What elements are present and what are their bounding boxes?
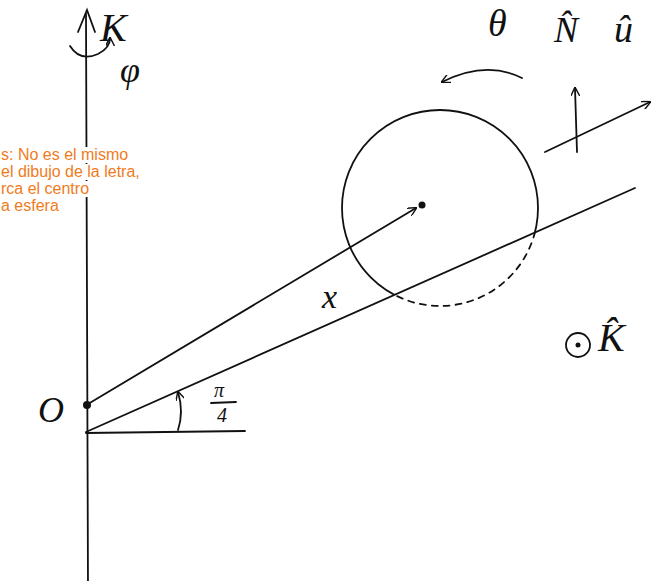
sphere-outline [342, 110, 538, 306]
normal-vector [575, 88, 577, 152]
note-text: a esfera [0, 198, 60, 214]
angle-value: π [214, 380, 224, 400]
axis-label: K [100, 8, 127, 48]
angle-symbol: θ [488, 4, 507, 42]
tangent-vector [545, 102, 650, 152]
center-dot [419, 202, 426, 209]
angle-symbol: φ [120, 52, 140, 88]
note-text: el dibujo de la letra, [0, 164, 141, 180]
incline-line [86, 188, 635, 432]
out-of-page-dot [576, 343, 581, 348]
out-of-page-symbol [566, 333, 590, 357]
theta-rotation-arrow [442, 70, 522, 82]
axis-arrowhead [78, 10, 95, 32]
vector-label: x [322, 280, 337, 314]
point-label: O [38, 392, 64, 428]
note-text: s: No es el mismo [0, 147, 129, 163]
axis-label: K̂ [598, 318, 625, 358]
unit-vector-label: û [614, 10, 633, 48]
fraction-bar [211, 402, 236, 403]
position-vector [88, 208, 416, 404]
unit-vector-label: N̂ [554, 12, 578, 48]
vertical-axis [86, 14, 88, 581]
origin-dot [83, 401, 91, 409]
horizontal-line [86, 431, 245, 433]
sphere-hidden-outline [342, 110, 538, 306]
angle-arc [178, 392, 181, 430]
angle-value: 4 [217, 405, 227, 425]
note-text: rca el centro [0, 181, 90, 197]
